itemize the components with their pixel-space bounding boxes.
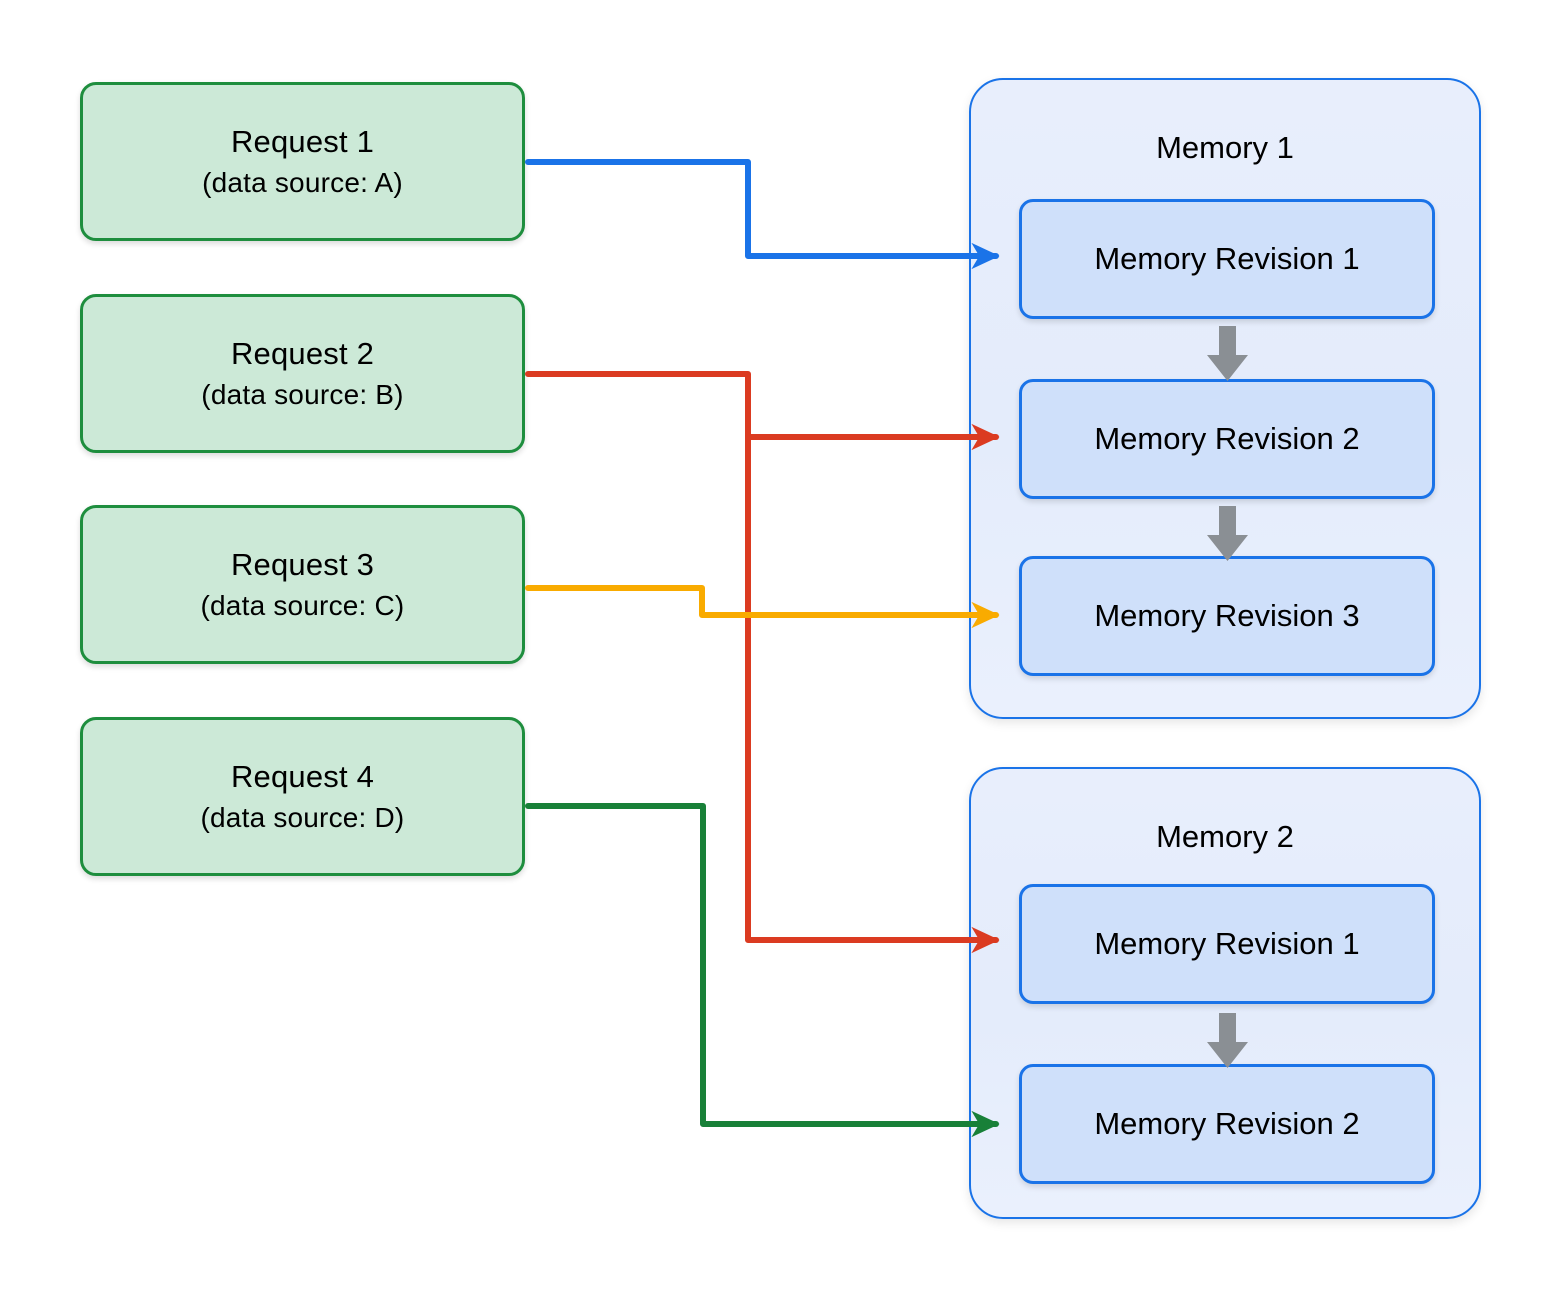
- memory-2-revision-1[interactable]: Memory Revision 1: [1019, 884, 1435, 1004]
- request-subtitle: (data source: D): [200, 802, 405, 834]
- memory-2-revision-2[interactable]: Memory Revision 2: [1019, 1064, 1435, 1184]
- request-box-3[interactable]: Request 3 (data source: C): [80, 505, 525, 664]
- request-box-2[interactable]: Request 2 (data source: B): [80, 294, 525, 453]
- memory-1-title: Memory 1: [1156, 130, 1294, 165]
- wire-request4-to-memory2-revision2: [525, 803, 1000, 1138]
- request-subtitle: (data source: B): [201, 379, 404, 411]
- wire-request3-to-memory1-revision3: [525, 585, 1000, 629]
- memory-container-2[interactable]: Memory 2 Memory Revision 1 Memory Revisi…: [969, 767, 1481, 1219]
- request-title: Request 4: [230, 758, 375, 794]
- memory-1-revision-1[interactable]: Memory Revision 1: [1019, 199, 1435, 319]
- request-subtitle: (data source: C): [200, 590, 405, 622]
- memory-1-revision-2[interactable]: Memory Revision 2: [1019, 379, 1435, 499]
- memory-2-title: Memory 2: [1156, 819, 1294, 854]
- memory-1-revision-3[interactable]: Memory Revision 3: [1019, 556, 1435, 676]
- request-title: Request 3: [230, 546, 375, 582]
- wire-request1-to-memory1-revision1: [525, 159, 1000, 270]
- memory-container-1[interactable]: Memory 1 Memory Revision 1 Memory Revisi…: [969, 78, 1481, 719]
- request-box-1[interactable]: Request 1 (data source: A): [80, 82, 525, 241]
- request-box-4[interactable]: Request 4 (data source: D): [80, 717, 525, 876]
- request-title: Request 2: [230, 335, 375, 371]
- request-subtitle: (data source: A): [202, 167, 403, 199]
- wire-request2-trunk: [525, 371, 1000, 954]
- request-title: Request 1: [230, 123, 375, 159]
